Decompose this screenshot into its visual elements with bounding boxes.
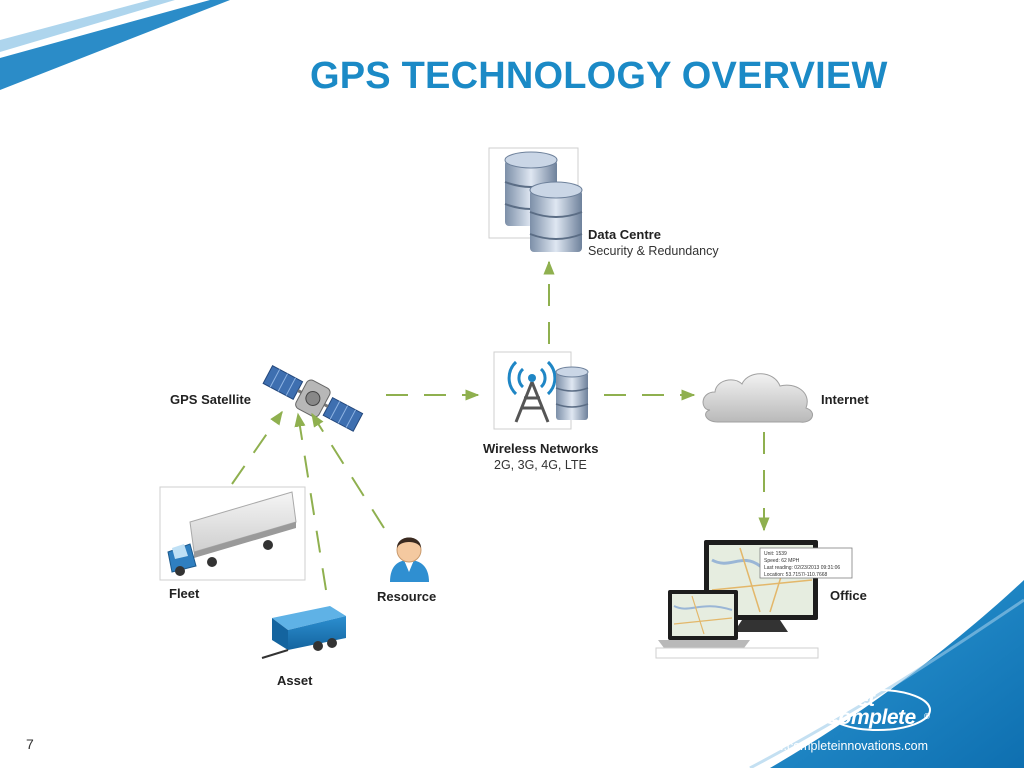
office-label: Office: [830, 588, 867, 603]
office-map-popup: Unit: 1539 Speed: 62 MPH Last reading: 0…: [759, 547, 853, 579]
logo-line2: Complete: [824, 706, 916, 729]
logo-line1: Fleet: [828, 688, 875, 711]
decorative-stripe: [0, 0, 230, 90]
data-centre-icon: [488, 147, 583, 252]
asset-label: Asset: [277, 673, 313, 688]
wireless-tower-icon: [493, 351, 589, 430]
logo-registered: ®: [924, 712, 930, 721]
decorative-swoosh: [749, 580, 1024, 768]
gps-satellite-label: GPS Satellite: [170, 392, 251, 407]
popup-line: Location: 53.7157/-110.7668: [764, 572, 828, 578]
fleet-label: Fleet: [169, 586, 200, 601]
logo-swirl-icon: [825, 689, 931, 731]
connector-asset-to-satellite: [294, 412, 327, 591]
connector-resource-to-satellite: [311, 412, 385, 529]
resource-person-icon: [390, 537, 429, 582]
internet-label: Internet: [821, 392, 869, 407]
wireless-networks-label: Wireless Networks: [483, 441, 599, 456]
asset-trailer-icon: [261, 606, 346, 659]
internet-cloud-icon: [702, 373, 814, 423]
website-url[interactable]: www.completeinnovations.com: [757, 739, 928, 753]
page-number: 7: [26, 736, 34, 752]
data-centre-sublabel: Security & Redundancy: [588, 244, 719, 258]
fleet-complete-logo: Fleet Complete ®: [822, 684, 932, 734]
wireless-networks-sublabel: 2G, 3G, 4G, LTE: [494, 458, 587, 472]
slide-title: GPS TECHNOLOGY OVERVIEW: [310, 55, 888, 97]
resource-label: Resource: [377, 589, 437, 604]
connector-fleet-to-satellite: [231, 410, 283, 485]
popup-line: Unit: 1539: [764, 551, 787, 557]
data-centre-label: Data Centre: [588, 227, 661, 242]
popup-line: Speed: 62 MPH: [764, 558, 800, 564]
satellite-icon: [262, 365, 364, 432]
popup-line: Last reading: 02/23/2013 09:31:06: [764, 565, 840, 571]
fleet-truck-icon: [159, 486, 306, 581]
office-screens-icon: Unit: 1539 Speed: 62 MPH Last reading: 0…: [655, 540, 853, 659]
